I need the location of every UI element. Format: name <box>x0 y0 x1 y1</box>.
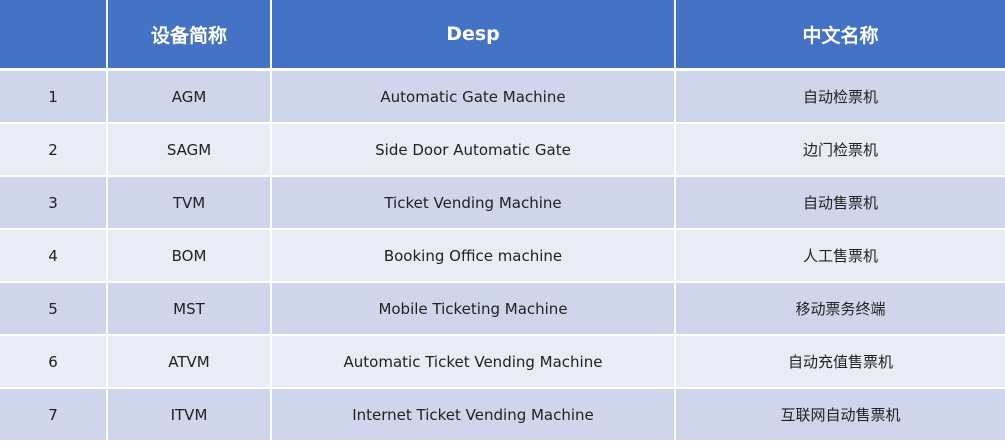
table-row: 3 TVM Ticket Vending Machine 自动售票机 <box>0 176 1005 230</box>
cell-index: 2 <box>0 123 108 177</box>
cell-index: 1 <box>0 69 108 124</box>
cell-description: Ticket Vending Machine <box>271 176 676 230</box>
table-row: 4 BOM Booking Office machine 人工售票机 <box>0 229 1005 283</box>
header-description: Desp <box>271 0 676 71</box>
header-chinese-name: 中文名称 <box>675 0 1005 71</box>
cell-index: 3 <box>0 176 108 230</box>
cell-description: Mobile Ticketing Machine <box>271 282 676 336</box>
cell-index: 4 <box>0 229 108 283</box>
table-body: 1 AGM Automatic Gate Machine 自动检票机 2 SAG… <box>0 69 1005 442</box>
table-row: 5 MST Mobile Ticketing Machine 移动票务终端 <box>0 282 1005 336</box>
header-abbreviation: 设备简称 <box>107 0 272 71</box>
cell-index: 5 <box>0 282 108 336</box>
cell-description: Booking Office machine <box>271 229 676 283</box>
cell-abbreviation: BOM <box>107 229 272 283</box>
cell-abbreviation: AGM <box>107 69 272 124</box>
table-row: 7 ITVM Internet Ticket Vending Machine 互… <box>0 388 1005 442</box>
table-row: 1 AGM Automatic Gate Machine 自动检票机 <box>0 69 1005 124</box>
table-row: 2 SAGM Side Door Automatic Gate 边门检票机 <box>0 123 1005 177</box>
cell-description: Automatic Gate Machine <box>271 69 676 124</box>
header-index <box>0 0 108 71</box>
cell-index: 7 <box>0 388 108 442</box>
cell-abbreviation: ATVM <box>107 335 272 389</box>
cell-chinese-name: 移动票务终端 <box>675 282 1005 336</box>
cell-chinese-name: 人工售票机 <box>675 229 1005 283</box>
cell-chinese-name: 自动售票机 <box>675 176 1005 230</box>
cell-abbreviation: SAGM <box>107 123 272 177</box>
cell-index: 6 <box>0 335 108 389</box>
cell-chinese-name: 自动检票机 <box>675 69 1005 124</box>
cell-abbreviation: MST <box>107 282 272 336</box>
table-header: 设备简称 Desp 中文名称 <box>0 0 1005 71</box>
cell-abbreviation: TVM <box>107 176 272 230</box>
cell-description: Automatic Ticket Vending Machine <box>271 335 676 389</box>
cell-chinese-name: 边门检票机 <box>675 123 1005 177</box>
cell-description: Internet Ticket Vending Machine <box>271 388 676 442</box>
header-row: 设备简称 Desp 中文名称 <box>0 0 1005 71</box>
cell-chinese-name: 自动充值售票机 <box>675 335 1005 389</box>
cell-abbreviation: ITVM <box>107 388 272 442</box>
cell-chinese-name: 互联网自动售票机 <box>675 388 1005 442</box>
table-row: 6 ATVM Automatic Ticket Vending Machine … <box>0 335 1005 389</box>
cell-description: Side Door Automatic Gate <box>271 123 676 177</box>
